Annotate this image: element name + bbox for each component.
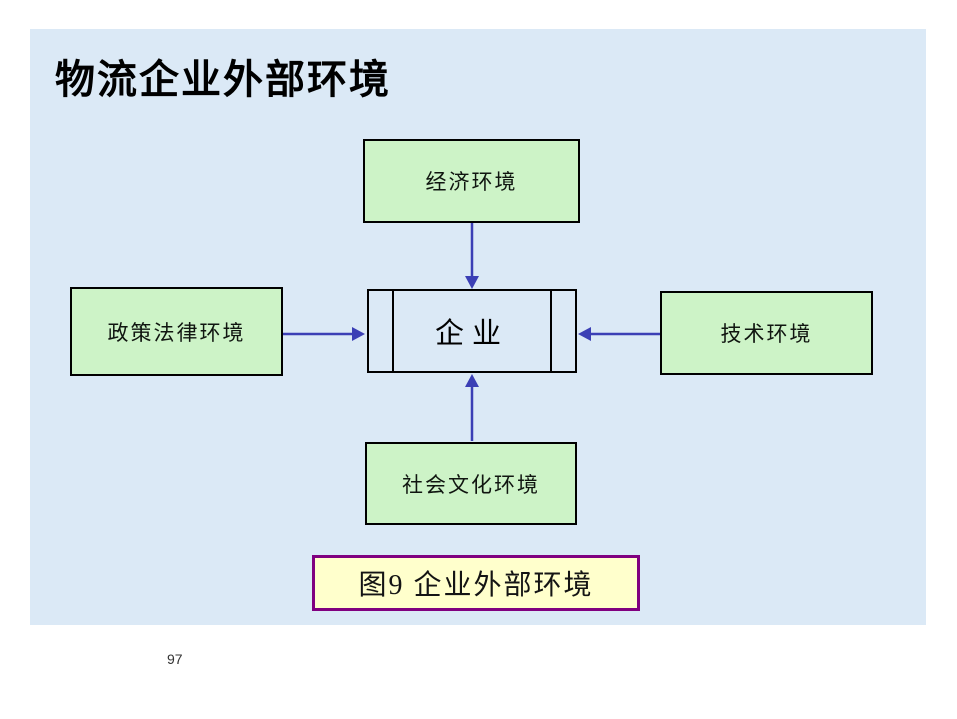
- figure-caption-label: 图9 企业外部环境: [358, 570, 594, 601]
- arrow-down-icon: [465, 223, 479, 289]
- enterprise-right-bar: [550, 291, 552, 371]
- box-social-cultural-environment-label: 社会文化环境: [402, 472, 540, 497]
- arrow-right-icon: [283, 327, 365, 341]
- box-economic-environment-label: 经济环境: [425, 170, 518, 194]
- box-enterprise: 企业: [367, 289, 577, 373]
- box-economic-environment: 经济环境: [363, 139, 580, 223]
- enterprise-left-bar: [392, 291, 394, 371]
- box-technical-environment: 技术环境: [660, 291, 873, 375]
- arrow-up-icon: [465, 374, 479, 441]
- box-policy-legal-environment: 政策法律环境: [70, 287, 283, 376]
- box-enterprise-label: 企业: [434, 318, 509, 350]
- arrow-left-icon: [578, 327, 660, 341]
- box-social-cultural-environment: 社会文化环境: [365, 442, 577, 525]
- page-number: 97: [167, 651, 183, 667]
- slide-title: 物流企业外部环境: [55, 57, 391, 102]
- slide: 物流企业外部环境 经济环境: [30, 29, 926, 625]
- box-policy-legal-environment-label: 政策法律环境: [107, 320, 246, 345]
- box-technical-environment-label: 技术环境: [720, 322, 813, 346]
- figure-caption: 图9 企业外部环境: [312, 555, 640, 611]
